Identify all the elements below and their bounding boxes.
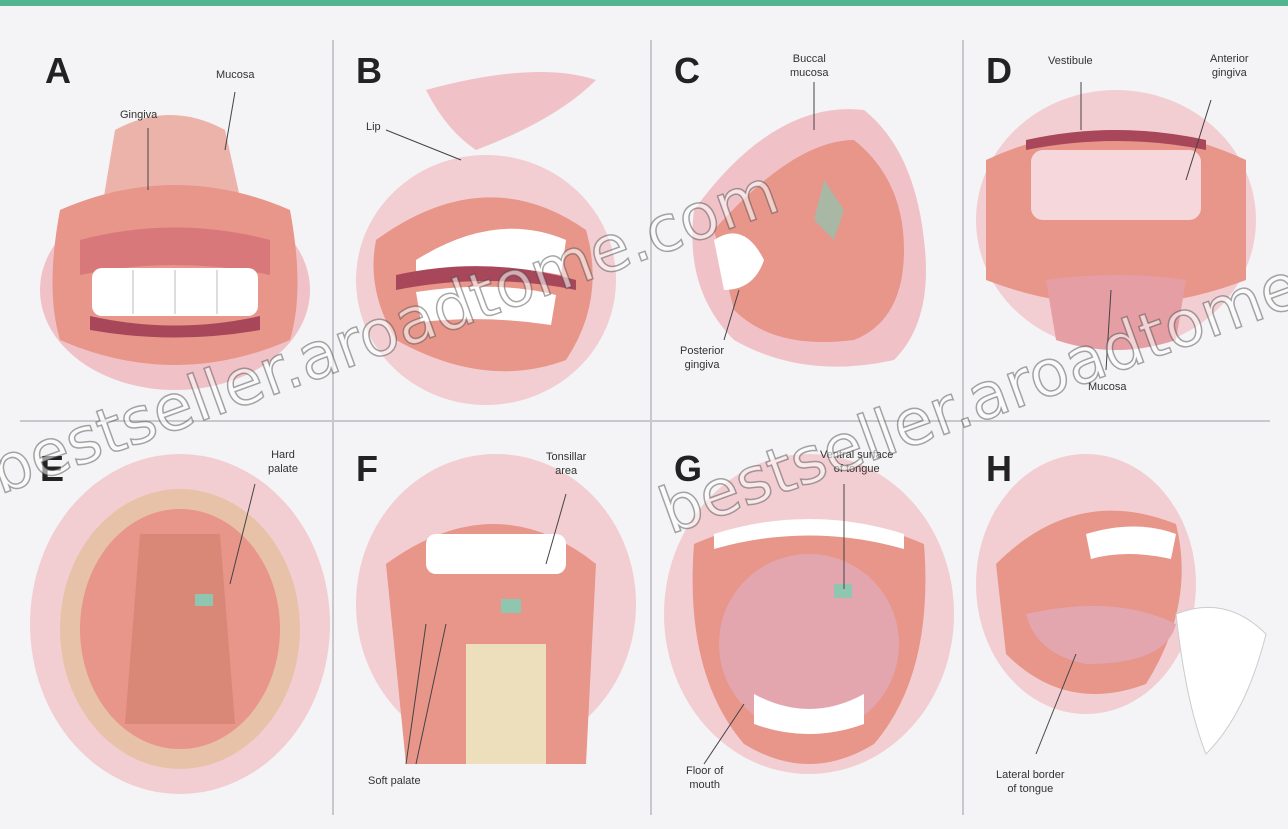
panel-letter: F — [356, 448, 378, 490]
panel-e: E Hard palate — [20, 424, 330, 816]
callout-ventral-surface: Ventral surface of tongue — [820, 448, 893, 476]
panel-f-illustration — [336, 424, 648, 816]
panel-h: H Lateral border of tongue — [966, 424, 1270, 816]
callout-lip: Lip — [366, 120, 381, 134]
panel-letter: H — [986, 448, 1012, 490]
callout-line: Ventral surface — [820, 449, 893, 461]
panel-d-illustration — [966, 40, 1270, 418]
panel-letter: C — [674, 50, 700, 92]
callout-posterior-gingiva: Posterior gingiva — [680, 344, 724, 372]
callout-line: Lateral border — [996, 769, 1065, 781]
panel-c: C Buccal mucosa Posterior gingiva — [654, 40, 960, 418]
panel-a: A Gingiva Mucosa — [20, 40, 330, 418]
callout-line: Tonsillar — [546, 451, 586, 463]
callout-line: gingiva — [685, 359, 720, 371]
top-accent-bar — [0, 0, 1288, 6]
divider — [650, 40, 652, 815]
callout-line: Posterior — [680, 345, 724, 357]
panel-letter: G — [674, 448, 702, 490]
callout-tonsillar-area: Tonsillar area — [546, 450, 586, 478]
divider — [332, 40, 334, 815]
callout-line: area — [555, 465, 577, 477]
panel-f: F Tonsillar area Soft palate — [336, 424, 648, 816]
callout-mucosa: Mucosa — [216, 68, 255, 82]
panel-d: D Vestibule Anterior gingiva Mucosa — [966, 40, 1270, 418]
divider — [20, 420, 1270, 422]
callout-floor-of-mouth: Floor of mouth — [686, 764, 723, 792]
panel-g: G Ventral surface of tongue Floor of mou… — [654, 424, 960, 816]
callout-line: mouth — [689, 779, 720, 791]
callout-anterior-gingiva: Anterior gingiva — [1210, 52, 1249, 80]
callout-lateral-border: Lateral border of tongue — [996, 768, 1065, 796]
panel-letter: A — [45, 50, 71, 92]
callout-line: Floor of — [686, 765, 723, 777]
callout-mucosa: Mucosa — [1088, 380, 1127, 394]
callout-line: gingiva — [1212, 67, 1247, 79]
callout-gingiva: Gingiva — [120, 108, 157, 122]
panel-a-illustration — [20, 40, 330, 418]
panel-b-illustration — [336, 40, 648, 418]
panel-letter: B — [356, 50, 382, 92]
panel-letter: D — [986, 50, 1012, 92]
callout-line: of tongue — [834, 463, 880, 475]
callout-soft-palate: Soft palate — [368, 774, 421, 788]
callout-hard-palate: Hard palate — [268, 448, 298, 476]
callout-line: palate — [268, 463, 298, 475]
panel-b: B Lip — [336, 40, 648, 418]
panel-letter: E — [40, 448, 64, 490]
callout-line: Buccal — [793, 53, 826, 65]
callout-buccal: Buccal mucosa — [790, 52, 829, 80]
divider — [962, 40, 964, 815]
panel-e-illustration — [20, 424, 330, 816]
callout-line: Anterior — [1210, 53, 1249, 65]
callout-line: mucosa — [790, 67, 829, 79]
callout-vestibule: Vestibule — [1048, 54, 1093, 68]
callout-line: of tongue — [1007, 783, 1053, 795]
callout-line: Hard — [271, 449, 295, 461]
